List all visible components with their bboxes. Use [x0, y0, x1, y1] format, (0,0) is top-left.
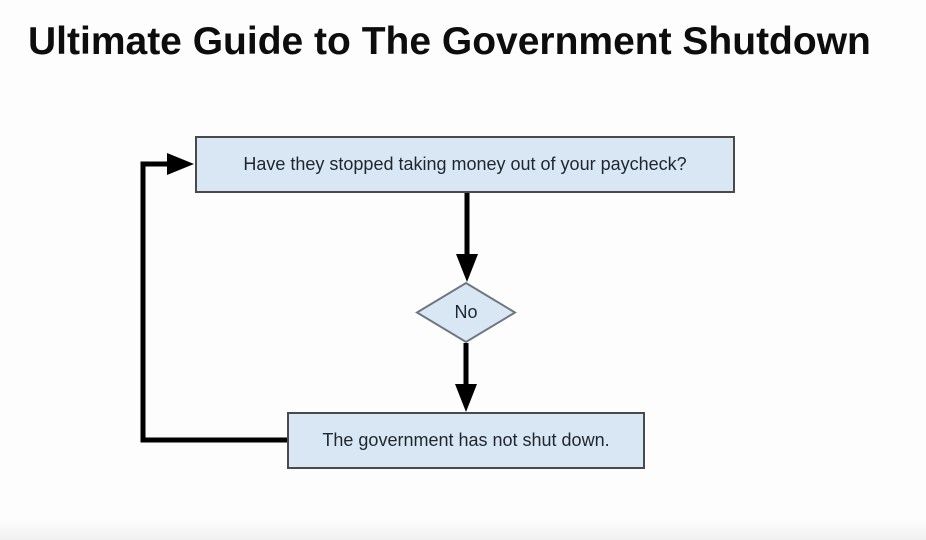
node-decision-label: No	[454, 302, 478, 322]
arrow-question-to-diamond-head	[456, 254, 478, 282]
node-question-label: Have they stopped taking money out of yo…	[243, 154, 687, 174]
decision-diamond-shape	[415, 281, 517, 344]
arrow-loop-back-head	[167, 153, 194, 175]
node-result-box: The government has not shut down.	[287, 412, 645, 469]
arrow-diamond-to-result-head	[455, 384, 477, 412]
node-decision-diamond: No	[417, 283, 515, 342]
node-question-box: Have they stopped taking money out of yo…	[195, 136, 735, 193]
node-result-label: The government has not shut down.	[322, 430, 610, 450]
arrow-loop-back-line	[140, 161, 287, 443]
page-title: Ultimate Guide to The Government Shutdow…	[28, 20, 871, 63]
